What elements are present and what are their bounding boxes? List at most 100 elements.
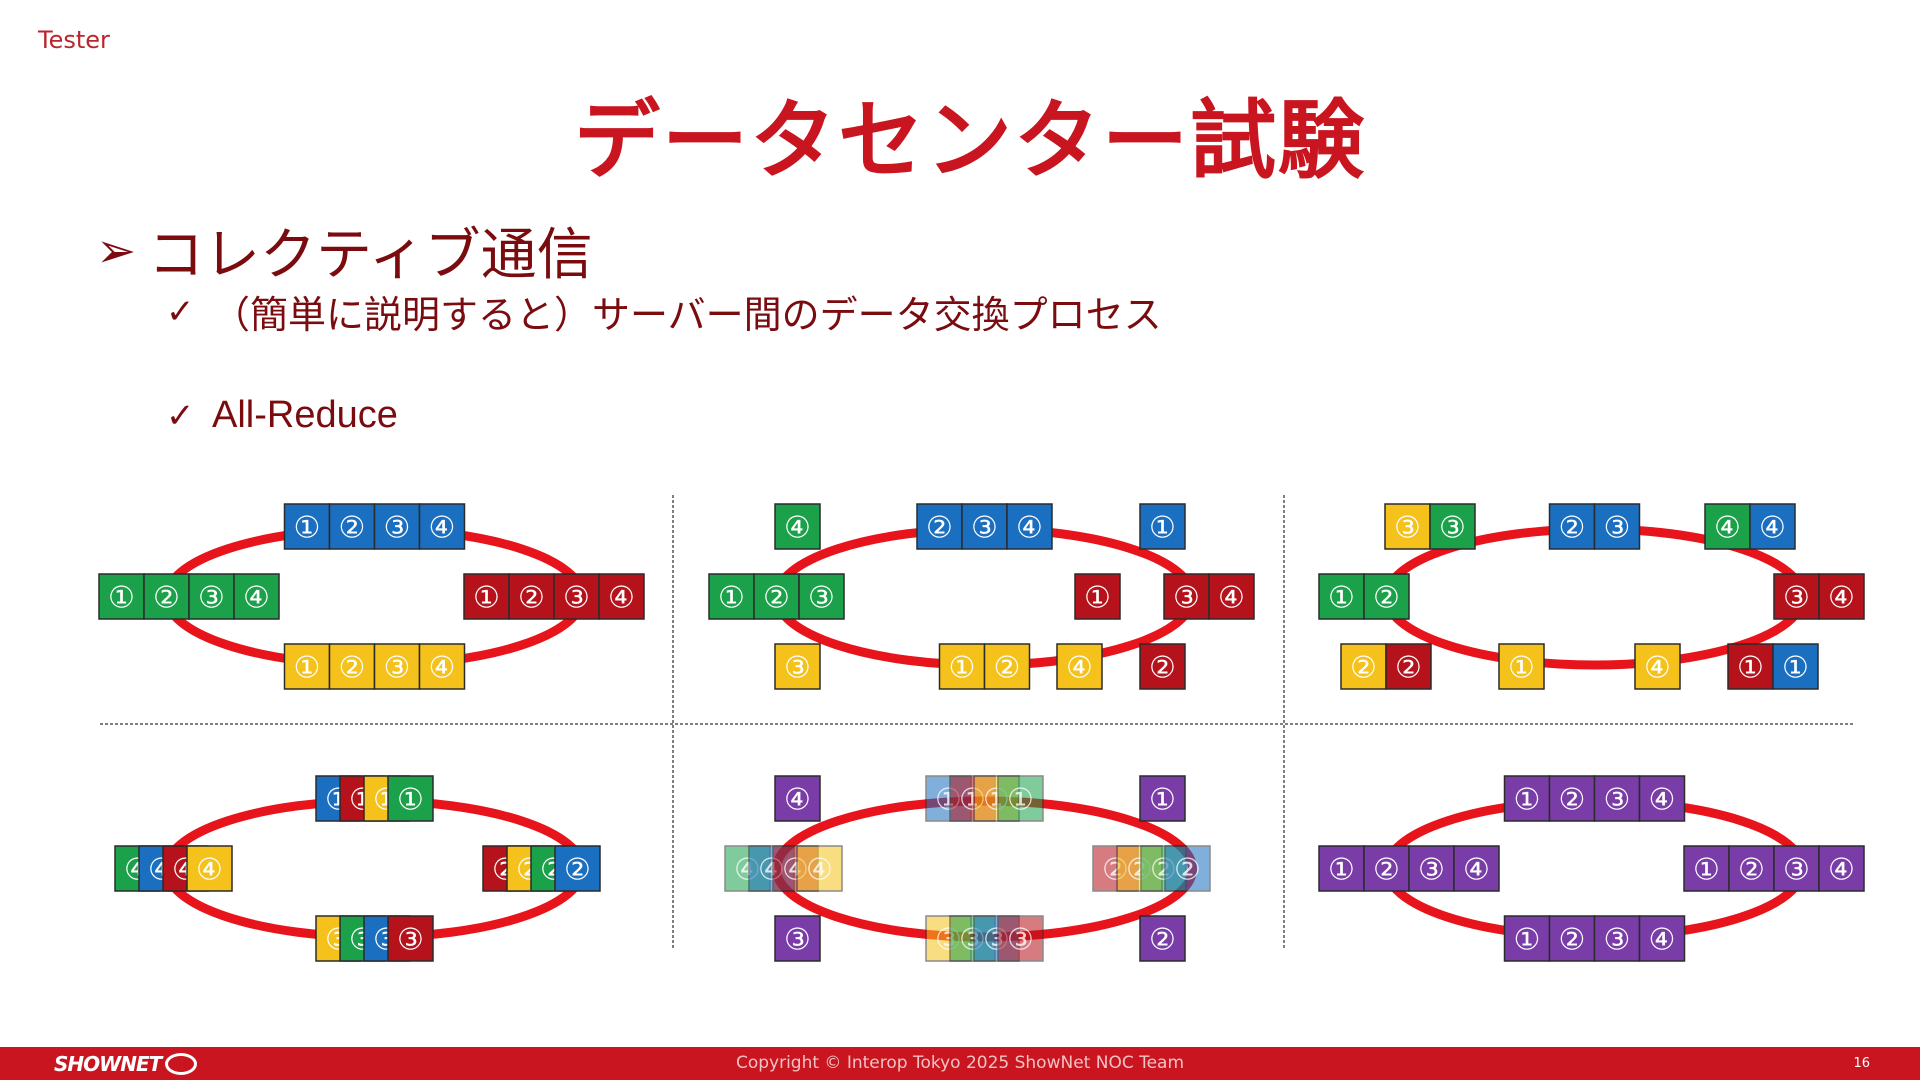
data-chunk: [418, 643, 466, 690]
data-chunk: [1208, 573, 1255, 620]
data-chunk: [1728, 845, 1775, 892]
data-chunk: [508, 573, 555, 620]
bullet-sub2-text: All-Reduce: [212, 394, 398, 436]
chunk-label: ①: [294, 651, 321, 686]
data-chunk: [938, 643, 986, 690]
chunk-label: ②: [1559, 783, 1586, 818]
chunk-group-topleft: ④: [774, 775, 821, 822]
bullet-collective-communication: ➢ コレクティブ通信: [96, 210, 593, 291]
data-chunk: [188, 573, 235, 620]
data-chunk: [387, 915, 434, 962]
chunk-label: ①: [1514, 923, 1541, 958]
chunk-group-innerright: ①: [1074, 573, 1121, 620]
data-chunk: [554, 845, 601, 892]
chunk-label: ③: [384, 651, 411, 686]
chunk-label: ④: [243, 581, 270, 616]
data-chunk: [774, 775, 821, 822]
chunk-label: ④: [608, 581, 635, 616]
chunk-label: ①: [718, 581, 745, 616]
data-chunk: [328, 643, 376, 690]
bullet-sub-description: ✓ （簡単に説明すると）サーバー間のデータ交換プロセス: [166, 284, 1162, 339]
chunk-label: ④: [806, 853, 833, 888]
chunk-label: ②: [339, 511, 366, 546]
chunk-label: ①: [108, 581, 135, 616]
chunk-label: ①: [1328, 853, 1355, 888]
data-chunk: [1340, 643, 1387, 690]
data-chunk: [774, 503, 821, 550]
chunk-label: ③: [1007, 923, 1034, 958]
chunk-label: ③: [198, 581, 225, 616]
data-chunk: [1818, 573, 1865, 620]
data-chunk: [1498, 643, 1545, 690]
chunk-label: ③: [1173, 581, 1200, 616]
data-chunk: [283, 503, 331, 550]
chunk-group-topleft: ④: [774, 503, 821, 550]
chunk-label: ②: [1373, 853, 1400, 888]
chunk-label: ④: [784, 511, 811, 546]
chunk-group-bottominner: ④: [1056, 643, 1103, 690]
data-chunk: [1429, 503, 1476, 550]
chunk-label: ①: [1084, 581, 1111, 616]
data-chunk: [328, 503, 376, 550]
chunk-label: ②: [1395, 651, 1422, 686]
chunk-label: ④: [784, 783, 811, 818]
data-chunk: [798, 573, 845, 620]
chunk-label: ④: [1828, 853, 1855, 888]
chunk-label: ③: [808, 581, 835, 616]
data-chunk: [997, 775, 1044, 822]
data-chunk: [1056, 643, 1103, 690]
bullet-sub-allreduce: ✓ All-Reduce: [166, 394, 398, 437]
chunk-label: ④: [1016, 511, 1043, 546]
chunk-label: ①: [397, 783, 424, 818]
data-chunk: [1139, 503, 1186, 550]
chunk-label: ③: [1604, 923, 1631, 958]
chunk-label: ③: [1439, 511, 1466, 546]
data-chunk: [796, 845, 843, 892]
chunk-label: ④: [1828, 581, 1855, 616]
shownet-logo: SHOWNET: [54, 1052, 198, 1076]
chunk-group-topright: ①: [1139, 503, 1186, 550]
chunk-label: ③: [1394, 511, 1421, 546]
tester-tag: Tester: [38, 26, 110, 54]
data-chunk: [1074, 573, 1121, 620]
data-chunk: [1683, 845, 1730, 892]
chunk-group-bottomleft: ③: [774, 643, 821, 690]
data-chunk: [1548, 775, 1596, 822]
chunk-label: ②: [518, 581, 545, 616]
chunk-group-bottominner: ④: [1634, 643, 1681, 690]
data-chunk: [98, 573, 145, 620]
chunk-label: ③: [563, 581, 590, 616]
chunk-label: ②: [1559, 923, 1586, 958]
chunk-label: ②: [1350, 651, 1377, 686]
data-chunk: [1503, 915, 1551, 962]
chunk-label: ①: [949, 651, 976, 686]
chunk-label: ①: [294, 511, 321, 546]
chunk-label: ④: [1066, 651, 1093, 686]
data-chunk: [1704, 503, 1751, 550]
chunk-label: ②: [926, 511, 953, 546]
chunk-label: ④: [1218, 581, 1245, 616]
data-chunk: [983, 643, 1031, 690]
data-chunk: [1453, 845, 1500, 892]
data-chunk: [1749, 503, 1796, 550]
data-chunk: [1164, 845, 1211, 892]
